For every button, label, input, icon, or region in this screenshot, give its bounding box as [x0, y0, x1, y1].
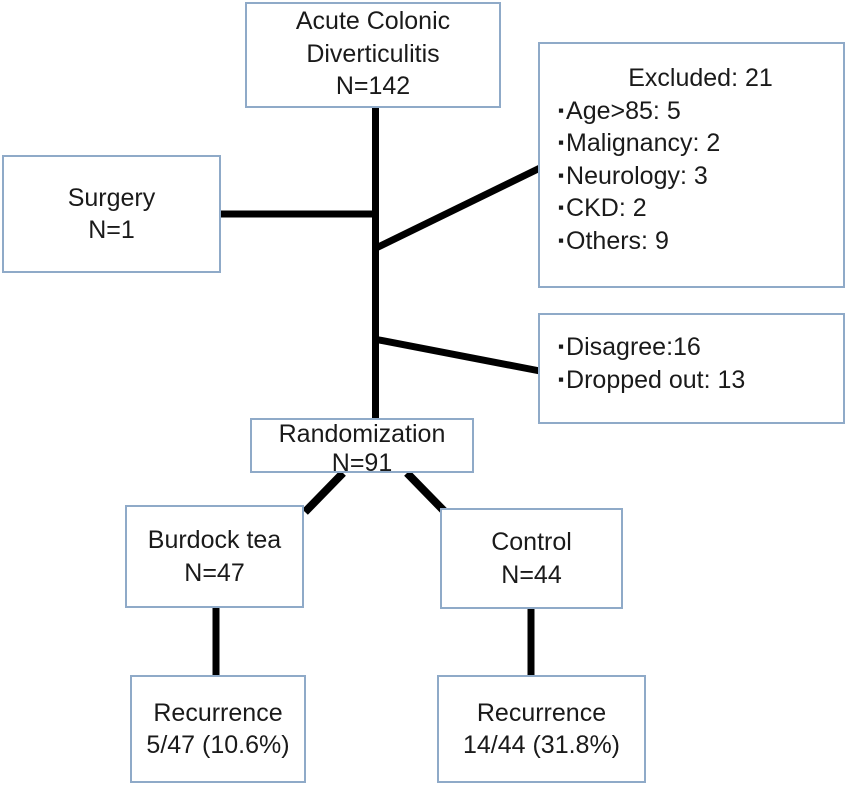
dropout-item-dropped-label: Dropped out: 13 — [566, 365, 746, 394]
dropout-item-disagree-label: Disagree:16 — [566, 333, 701, 361]
recurrence-control-value: 14/44 (31.8%) — [462, 731, 621, 759]
edge-trunk-to-dropout — [373, 335, 541, 375]
randomization-count: N=91 — [331, 449, 393, 477]
bullet-icon: ▪ — [558, 165, 565, 185]
excluded-item-age-label: Age>85: 5 — [566, 96, 681, 125]
dropout-item-disagree: ▪Disagree:16 — [558, 331, 701, 364]
node-acute-colonic-diverticulitis[interactable]: Acute Colonic Diverticulitis N=142 — [245, 2, 501, 108]
surgery-count: N=1 — [88, 216, 135, 244]
node-burdock-tea[interactable]: Burdock tea N=47 — [125, 505, 304, 608]
recurrence-control-label: Recurrence — [476, 698, 607, 727]
acute-line-2: Diverticulitis — [306, 39, 440, 68]
excluded-item-malignancy: ▪Malignancy: 2 — [558, 127, 720, 160]
excluded-item-malignancy-label: Malignancy: 2 — [566, 129, 721, 157]
control-count: N=44 — [501, 560, 562, 589]
bullet-icon: ▪ — [558, 100, 565, 120]
bullet-icon: ▪ — [558, 230, 565, 250]
excluded-item-neurology-label: Neurology: 3 — [566, 161, 708, 190]
edge-randomization-to-burdock — [302, 470, 346, 515]
node-randomization[interactable]: Randomization N=91 — [250, 418, 474, 477]
excluded-heading: Excluded: 21 — [628, 64, 773, 92]
acute-count: N=142 — [335, 72, 411, 101]
edge-trunk-to-excluded — [372, 164, 542, 253]
excluded-item-others: ▪Others: 9 — [558, 225, 669, 258]
recurrence-burdock-label: Recurrence — [153, 698, 283, 727]
acute-line-1: Acute Colonic — [295, 7, 451, 36]
excluded-item-age: ▪Age>85: 5 — [558, 95, 681, 128]
excluded-item-others-label: Others: 9 — [566, 226, 669, 255]
burdock-label: Burdock tea — [147, 526, 282, 554]
bullet-icon: ▪ — [558, 369, 565, 389]
node-dropout[interactable]: ▪Disagree:16 ▪Dropped out: 13 — [538, 313, 845, 424]
node-recurrence-control[interactable]: Recurrence 14/44 (31.8%) — [437, 675, 646, 783]
node-recurrence-burdock[interactable]: Recurrence 5/47 (10.6%) — [130, 675, 306, 783]
randomization-label: Randomization — [278, 420, 446, 448]
control-label: Control — [491, 528, 572, 556]
dropout-item-dropped: ▪Dropped out: 13 — [558, 364, 745, 397]
excluded-item-ckd-label: CKD: 2 — [566, 194, 647, 222]
burdock-count: N=47 — [184, 558, 245, 587]
bullet-icon: ▪ — [558, 133, 565, 152]
excluded-item-neurology: ▪Neurology: 3 — [558, 160, 708, 193]
bullet-icon: ▪ — [558, 198, 565, 217]
surgery-label: Surgery — [67, 183, 156, 212]
recurrence-burdock-value: 5/47 (10.6%) — [146, 731, 290, 759]
bullet-icon: ▪ — [558, 337, 565, 356]
excluded-item-ckd: ▪CKD: 2 — [558, 192, 647, 225]
node-surgery[interactable]: Surgery N=1 — [2, 155, 221, 273]
node-control[interactable]: Control N=44 — [440, 508, 623, 609]
node-excluded[interactable]: Excluded: 21 ▪Age>85: 5 ▪Malignancy: 2 ▪… — [538, 42, 845, 288]
edge-randomization-to-control — [404, 470, 449, 516]
